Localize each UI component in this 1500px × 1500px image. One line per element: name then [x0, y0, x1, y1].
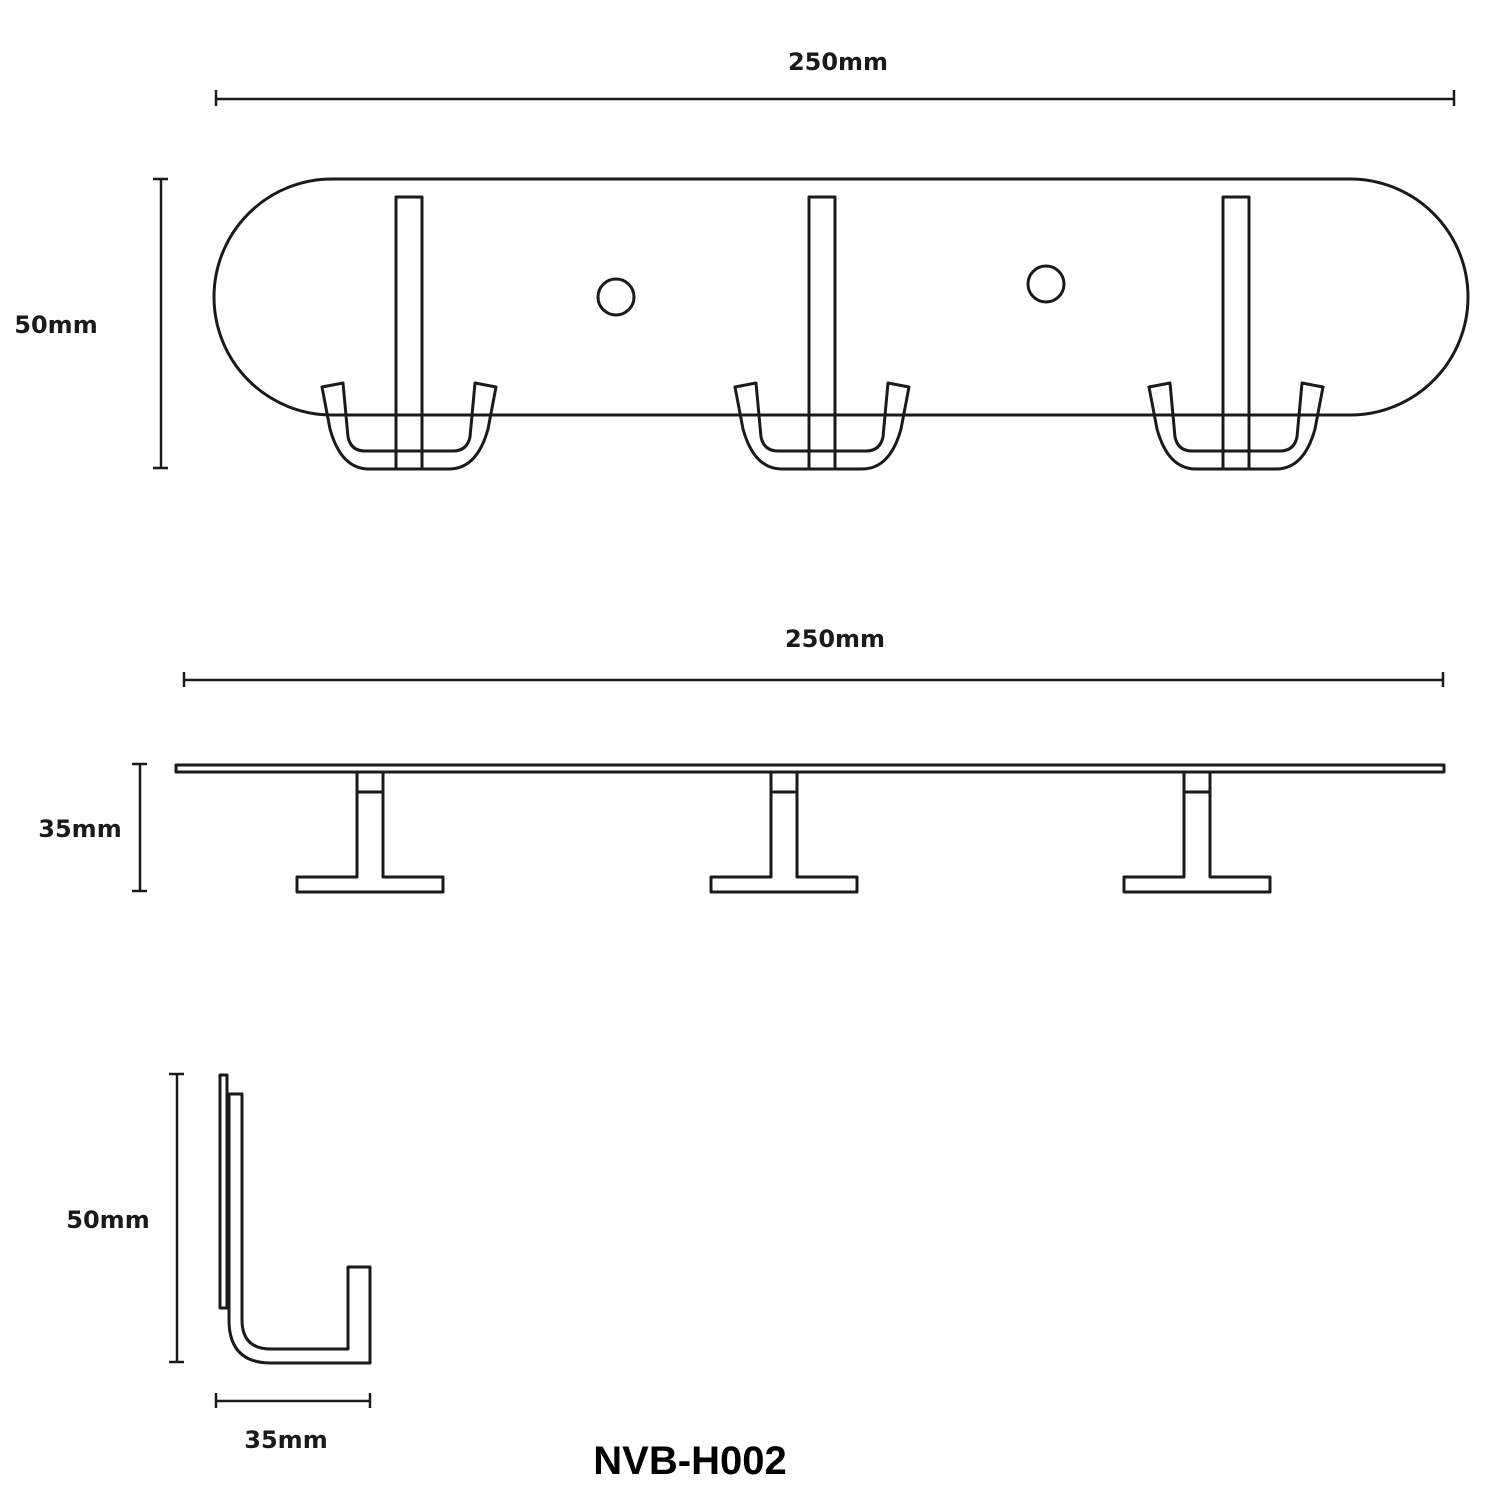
front-width-dimension: 250mm: [214, 48, 1456, 106]
front-hook-3: [1147, 195, 1325, 471]
screw-hole-left: [596, 277, 636, 317]
front-mounting-plate: [212, 177, 1470, 417]
front-height-label: 50mm: [14, 311, 97, 339]
top-hook-2: [709, 770, 859, 894]
side-view: 50mm 35mm: [66, 1072, 372, 1454]
top-hook-1: [295, 770, 445, 894]
top-width-dimension: 250mm: [182, 625, 1445, 687]
top-view: 250mm 35mm: [38, 625, 1446, 894]
model-code: NVB-H002: [593, 1439, 786, 1483]
top-plate: [174, 763, 1446, 774]
top-depth-dimension: 35mm: [38, 762, 147, 893]
side-hook-profile: [227, 1092, 372, 1365]
top-width-label: 250mm: [785, 625, 885, 653]
screw-hole-right: [1026, 264, 1066, 304]
top-hook-3: [1122, 770, 1272, 894]
front-hook-1: [320, 195, 498, 471]
side-depth-label: 35mm: [244, 1426, 327, 1454]
side-depth-dimension: 35mm: [214, 1393, 372, 1454]
side-height-label: 50mm: [66, 1206, 149, 1234]
front-width-label: 250mm: [788, 48, 888, 76]
front-height-dimension: 50mm: [14, 177, 168, 470]
front-hook-2: [733, 195, 911, 471]
side-wall-plate: [218, 1073, 229, 1310]
side-height-dimension: 50mm: [66, 1072, 184, 1364]
top-depth-label: 35mm: [38, 815, 121, 843]
front-view: 250mm 50mm: [14, 48, 1470, 471]
